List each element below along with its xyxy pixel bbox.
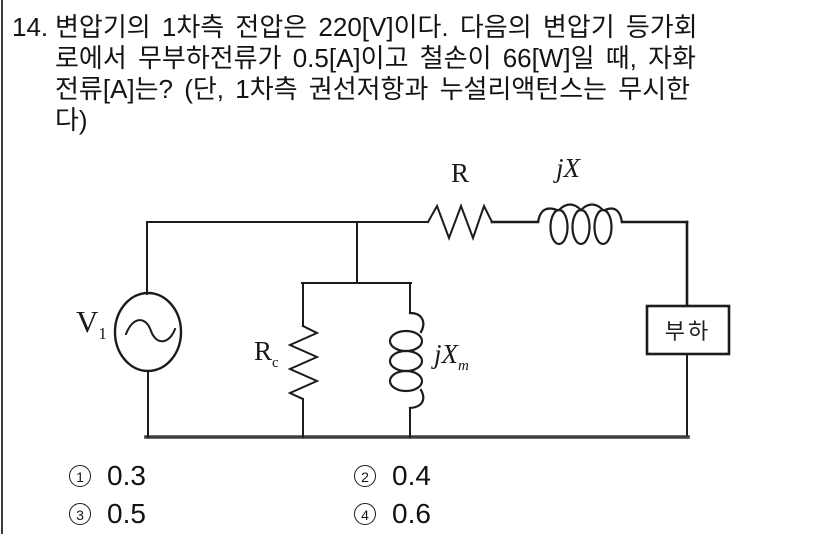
option-2-value: 0.4 (392, 460, 431, 491)
left-column-border (1, 0, 3, 534)
ac-source-circle (113, 291, 183, 373)
question-line-4: 다) (55, 105, 88, 135)
load-box (645, 304, 731, 356)
option-2-circled-number: 2 (354, 465, 376, 487)
answer-option-2: 2 0.4 (354, 462, 431, 490)
core-loss-resistor-label: Rc (254, 336, 279, 371)
option-1-circled-number: 1 (69, 465, 91, 487)
core-loss-resistor-zigzag (287, 324, 320, 401)
series-resistor-zigzag (426, 203, 494, 241)
source-voltage-label: V1 (76, 304, 107, 343)
answer-option-4: 4 0.6 (354, 500, 431, 528)
question-line-2: 로에서 무부하전류가 0.5[A]이고 철손이 66[W]일 때, 자화 (55, 43, 696, 73)
question-text: 변압기의 1차측 전압은 220[V]이다. 다음의 변압기 등가회 로에서 무… (55, 12, 795, 136)
series-resistor-label: R (451, 158, 470, 188)
load-box-label: 부하 (664, 319, 712, 344)
magnetizing-reactance-label: jXm (434, 339, 469, 374)
option-1-value: 0.3 (107, 460, 146, 491)
answer-option-3: 3 0.5 (69, 500, 146, 528)
option-3-value: 0.5 (107, 498, 146, 529)
option-4-circled-number: 4 (354, 503, 376, 525)
question-number: 14. (12, 12, 49, 42)
option-4-value: 0.6 (392, 498, 431, 529)
question-line-1: 변압기의 1차측 전압은 220[V]이다. 다음의 변압기 등가회 (55, 12, 698, 42)
option-3-circled-number: 3 (69, 503, 91, 525)
sine-wave-icon (124, 319, 177, 343)
series-inductor-coil (536, 203, 624, 246)
answer-option-1: 1 0.3 (69, 462, 146, 490)
magnetizing-inductor-coil (388, 311, 425, 410)
series-reactance-label: jX (556, 153, 580, 183)
question-line-3: 전류[A]는? (단, 1차측 권선저항과 누설리액턴스는 무시한 (55, 74, 691, 104)
